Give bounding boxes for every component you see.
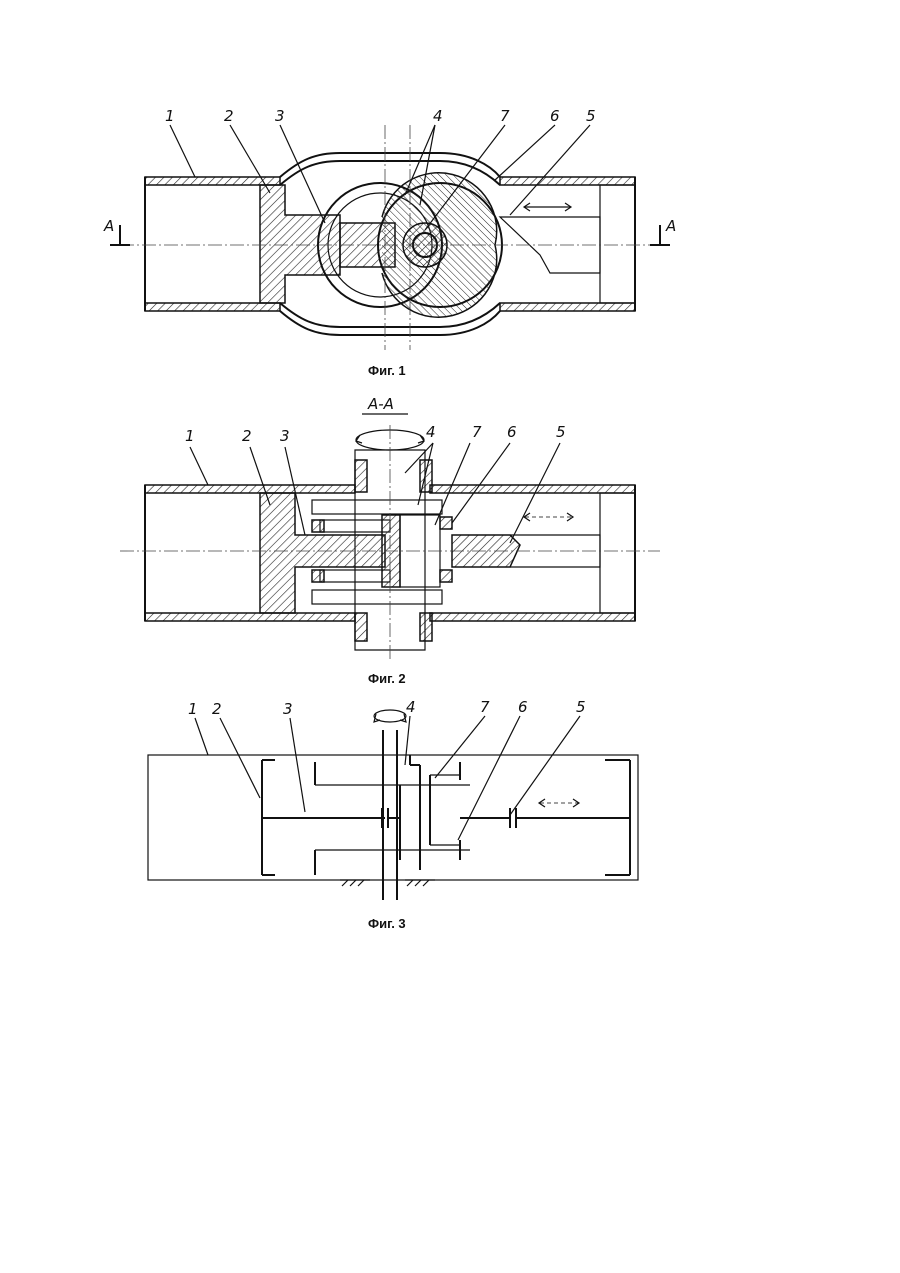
- figure-3-caption: Фиг. 3: [368, 916, 406, 931]
- svg-text:3: 3: [275, 107, 285, 125]
- svg-text:A: A: [103, 217, 114, 235]
- svg-text:5: 5: [576, 698, 586, 716]
- svg-text:4: 4: [426, 423, 436, 441]
- figure-2-caption: Фиг. 2: [368, 671, 406, 686]
- svg-text:1: 1: [165, 107, 175, 125]
- svg-text:2: 2: [224, 107, 234, 125]
- piston-2: [260, 493, 385, 613]
- svg-text:1: 1: [188, 700, 198, 718]
- svg-text:1: 1: [185, 427, 195, 445]
- svg-text:2: 2: [242, 427, 252, 445]
- svg-text:3: 3: [280, 427, 290, 445]
- section-mark-left: A: [103, 217, 130, 245]
- svg-text:5: 5: [556, 423, 566, 441]
- svg-text:7: 7: [480, 698, 490, 716]
- figure-2: A-A: [100, 395, 680, 665]
- figure-2-drawing: A-A: [100, 395, 680, 665]
- svg-text:4: 4: [406, 698, 416, 716]
- wheel-top: [312, 500, 442, 514]
- ground-hatch: [342, 880, 429, 886]
- svg-text:6: 6: [518, 698, 528, 716]
- figure-1-caption: Фиг. 1: [368, 363, 406, 378]
- reciprocating-arrow-icon: [539, 799, 579, 807]
- part-labels: 1 2 3 4 7 6 5: [165, 107, 596, 230]
- svg-text:7: 7: [472, 423, 482, 441]
- figure-1-drawing: A A 1 2 3 4 7 6: [100, 105, 680, 355]
- svg-text:7: 7: [500, 107, 510, 125]
- wheel-bottom: [312, 590, 442, 604]
- figure-3: 1 2 3 4 7 6 5 Фиг. 3: [100, 700, 680, 910]
- reciprocating-arrow-icon: [524, 203, 571, 211]
- svg-text:4: 4: [433, 107, 443, 125]
- part-labels: 1 2 3 4 7 6 5: [185, 423, 566, 543]
- svg-text:6: 6: [550, 107, 560, 125]
- section-mark-right: A: [650, 217, 676, 245]
- svg-text:3: 3: [283, 700, 293, 718]
- svg-text:6: 6: [507, 423, 517, 441]
- reciprocating-arrow-icon: [524, 513, 573, 521]
- figure-3-drawing: 1 2 3 4 7 6 5: [100, 700, 680, 910]
- svg-text:2: 2: [212, 700, 222, 718]
- rotation-arrow-icon: [374, 710, 406, 722]
- section-title: A-A: [367, 395, 394, 413]
- svg-text:5: 5: [586, 107, 596, 125]
- figure-1: A A 1 2 3 4 7 6: [100, 105, 680, 355]
- svg-text:A: A: [665, 217, 676, 235]
